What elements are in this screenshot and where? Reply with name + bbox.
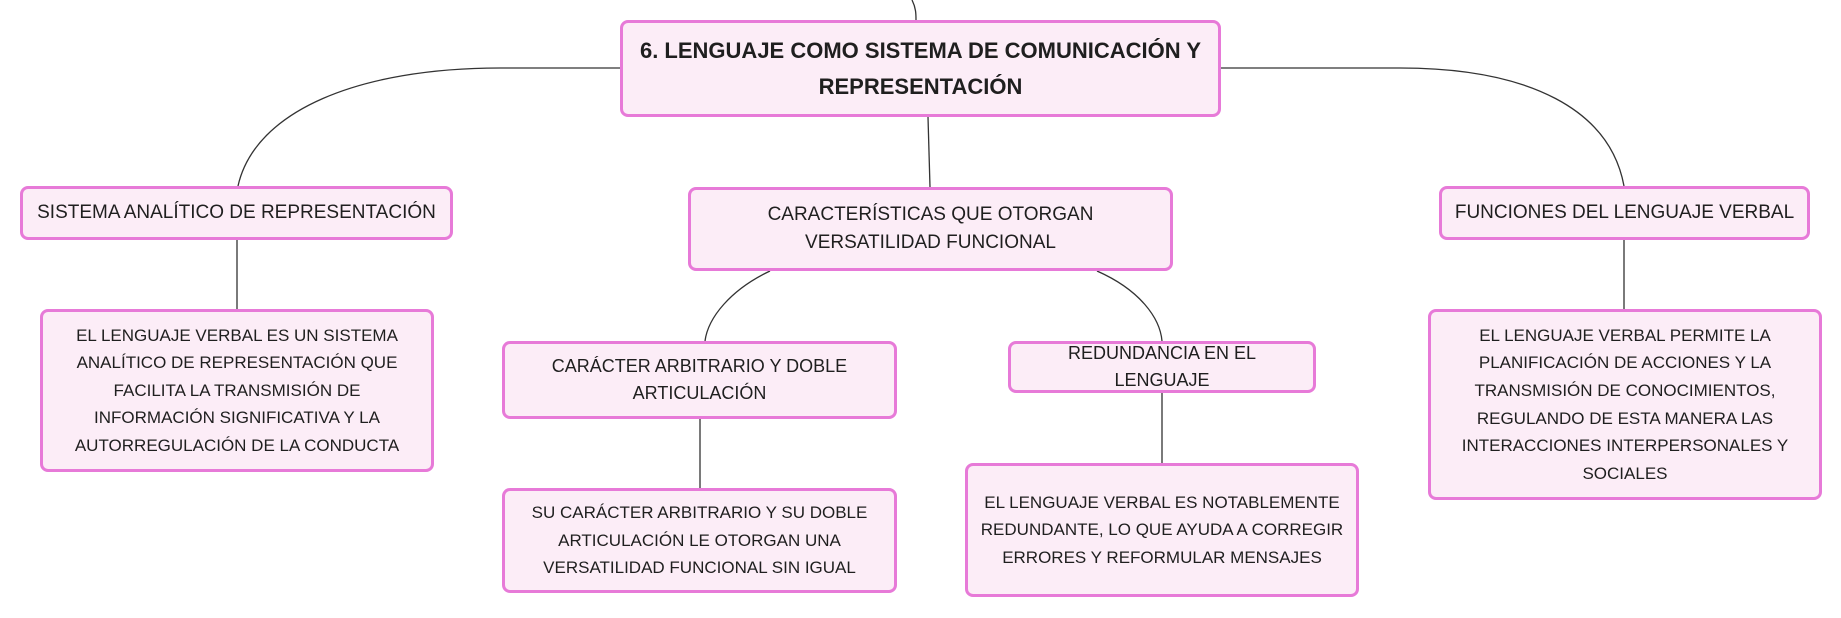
detail-caracter-arbitrario[interactable]: SU CARÁCTER ARBITRARIO Y SU DOBLE ARTICU…: [502, 488, 897, 593]
detail-caracter-arbitrario-text: SU CARÁCTER ARBITRARIO Y SU DOBLE ARTICU…: [531, 503, 868, 578]
detail-redundancia-text: EL LENGUAJE VERBAL ES NOTABLEMENTE REDUN…: [980, 492, 1344, 567]
branch-caracteristicas[interactable]: CARACTERÍSTICAS QUE OTORGAN VERSATILIDAD…: [688, 187, 1173, 271]
root-topic-label: 6. LENGUAJE COMO SISTEMA DE COMUNICACIÓN…: [639, 38, 1202, 99]
detail-funciones[interactable]: EL LENGUAJE VERBAL PERMITE LA PLANIFICAC…: [1428, 309, 1822, 500]
detail-sistema-analitico-text: EL LENGUAJE VERBAL ES UN SISTEMA ANALÍTI…: [74, 325, 400, 455]
detail-redundancia[interactable]: EL LENGUAJE VERBAL ES NOTABLEMENTE REDUN…: [965, 463, 1359, 597]
branch-sistema-analitico[interactable]: SISTEMA ANALÍTICO DE REPRESENTACIÓN: [20, 186, 453, 240]
subtopic-redundancia-label: REDUNDANCIA EN EL LENGUAJE: [1067, 343, 1257, 390]
detail-funciones-text: EL LENGUAJE VERBAL PERMITE LA PLANIFICAC…: [1461, 325, 1789, 483]
connector-caracteristicas-to-redundancia: [1096, 270, 1163, 342]
branch-funciones[interactable]: FUNCIONES DEL LENGUAJE VERBAL: [1439, 186, 1810, 240]
subtopic-caracter-arbitrario[interactable]: CARÁCTER ARBITRARIO Y DOBLE ARTICULACIÓN: [502, 341, 897, 419]
connector-caracteristicas-to-caracter: [704, 270, 771, 342]
subtopic-redundancia[interactable]: REDUNDANCIA EN EL LENGUAJE: [1008, 341, 1316, 393]
branch-sistema-analitico-label: SISTEMA ANALÍTICO DE REPRESENTACIÓN: [37, 201, 436, 223]
root-topic[interactable]: 6. LENGUAJE COMO SISTEMA DE COMUNICACIÓN…: [620, 20, 1221, 117]
connector-root-to-sistema: [237, 67, 620, 187]
detail-sistema-analitico[interactable]: EL LENGUAJE VERBAL ES UN SISTEMA ANALÍTI…: [40, 309, 434, 472]
branch-caracteristicas-label: CARACTERÍSTICAS QUE OTORGAN VERSATILIDAD…: [767, 203, 1094, 254]
connector-root-parent: [911, 0, 917, 21]
subtopic-caracter-arbitrario-label: CARÁCTER ARBITRARIO Y DOBLE ARTICULACIÓN: [551, 356, 848, 403]
connector-root-to-caracteristicas: [927, 116, 931, 188]
connector-root-to-funciones: [1221, 67, 1625, 187]
branch-funciones-label: FUNCIONES DEL LENGUAJE VERBAL: [1454, 201, 1795, 223]
